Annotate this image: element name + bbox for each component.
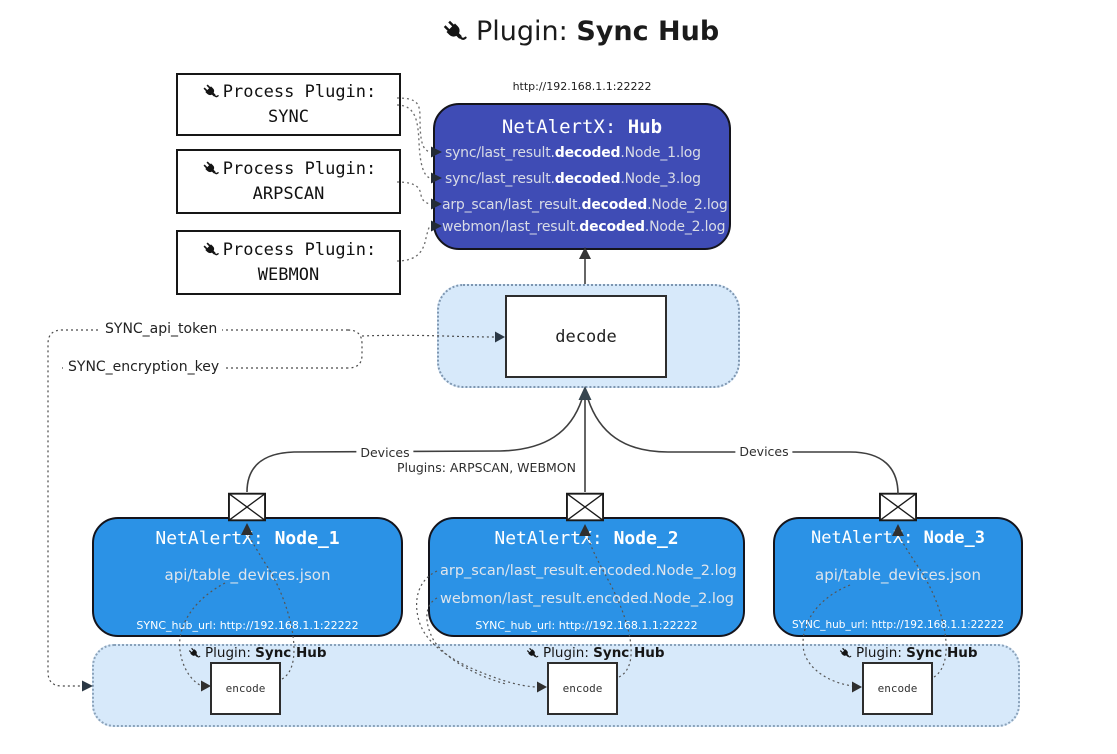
process-plugin-row: Process Plugin: <box>201 79 377 105</box>
plug-icon <box>201 159 221 179</box>
plug-icon <box>838 646 853 661</box>
hub-file-bold: decoded <box>581 197 648 213</box>
encode-box-1: encode <box>210 662 281 715</box>
hub-file-post: .Node_3.log <box>620 171 701 187</box>
plug-icon <box>525 646 540 661</box>
band-plugin-text: Plugin: Sync Hub <box>856 645 978 661</box>
node-title-prefix: NetAlertX: <box>810 528 924 548</box>
hub-file-line: webmon/last_result.decoded.Node_2.log <box>442 219 726 237</box>
hub-url-label: http://192.168.1.1:22222 <box>512 80 652 93</box>
node-box-2: NetAlertX: Node_2 arp_scan/last_result.e… <box>428 517 745 637</box>
node-title: NetAlertX: Node_1 <box>94 528 401 549</box>
hub-file-pre: sync/last_result. <box>445 145 555 161</box>
plug-icon <box>187 646 202 661</box>
sync-api-token-label: SYNC_api_token <box>100 321 223 337</box>
encode-box-3: encode <box>862 662 933 715</box>
envelope-icon <box>879 492 917 522</box>
envelope-icon <box>228 492 266 522</box>
process-plugin-label: Process Plugin: <box>222 82 377 102</box>
band-plugin-bold: Sync Hub <box>593 645 665 661</box>
node-title-bold: Node_2 <box>613 528 679 549</box>
node-hub-url: SYNC_hub_url: http://192.168.1.1:22222 <box>475 619 698 632</box>
hub-file-line: sync/last_result.decoded.Node_3.log <box>445 171 701 189</box>
plug-icon <box>201 240 221 260</box>
hub-title-bold: Hub <box>627 116 663 138</box>
encode-box-2: encode <box>547 662 618 715</box>
process-plugin-name-webmon: WEBMON <box>257 265 320 285</box>
hub-file-post: .Node_2.log <box>644 219 726 235</box>
hub-file-pre: sync/last_result. <box>445 171 555 187</box>
band-plugin-text: Plugin: Sync Hub <box>205 645 327 661</box>
node-hub-url: SYNC_hub_url: http://192.168.1.1:22222 <box>791 619 1005 631</box>
hub-file-line: arp_scan/last_result.decoded.Node_2.log <box>442 197 728 215</box>
band-plugin-regular: Plugin: <box>543 645 594 661</box>
hub-file-pre: arp_scan/last_result. <box>442 197 582 213</box>
node-title: NetAlertX: Node_3 <box>775 528 1021 548</box>
node-title: NetAlertX: Node_2 <box>430 528 743 549</box>
envelope-icon <box>566 492 604 522</box>
node-hub-url: SYNC_hub_url: http://192.168.1.1:22222 <box>136 619 359 632</box>
node-box-3: NetAlertX: Node_3 api/table_devices.json… <box>773 517 1023 637</box>
process-plugin-name-sync: SYNC <box>268 107 309 127</box>
hub-title-prefix: NetAlertX: <box>501 116 628 138</box>
process-plugin-name-arpscan: ARPSCAN <box>252 184 325 204</box>
band-plugin-regular: Plugin: <box>205 645 256 661</box>
page-title-bold: Sync Hub <box>576 16 720 47</box>
hub-file-bold: decoded <box>554 171 621 187</box>
page-title: Plugin: Sync Hub <box>440 16 719 47</box>
band-plugin-bold: Sync Hub <box>255 645 327 661</box>
devices-left-label: Devices <box>356 445 414 460</box>
process-plugin-label: Process Plugin: <box>222 240 377 260</box>
page-title-regular: Plugin: <box>476 16 577 47</box>
hub-file-line: sync/last_result.decoded.Node_1.log <box>445 145 701 163</box>
hub-box: NetAlertX: Hub sync/last_result.decoded.… <box>433 103 731 250</box>
node-title-bold: Node_3 <box>923 528 985 548</box>
hub-file-bold: decoded <box>579 219 645 235</box>
plugins-center-label: Plugins: ARPSCAN, WEBMON <box>392 460 580 475</box>
decode-box: decode <box>505 295 667 378</box>
plug-icon <box>201 82 221 102</box>
node-file-line: api/table_devices.json <box>164 566 331 584</box>
node-file-line: webmon/last_result.encoded.Node_2.log <box>440 591 735 607</box>
hub-file-post: .Node_1.log <box>620 145 701 161</box>
node-title-prefix: NetAlertX: <box>155 528 275 549</box>
page-title-text: Plugin: Sync Hub <box>476 16 719 47</box>
hub-file-bold: decoded <box>554 145 621 161</box>
process-plugin-label: Process Plugin: <box>222 159 377 179</box>
sync-encryption-key-label: SYNC_encryption_key <box>63 359 225 375</box>
process-plugin-box-webmon: Process Plugin: WEBMON <box>176 230 401 295</box>
band-plugin-bold: Sync Hub <box>906 645 978 661</box>
devices-right-label: Devices <box>735 444 793 459</box>
band-plugin-regular: Plugin: <box>856 645 907 661</box>
node-box-1: NetAlertX: Node_1 api/table_devices.json… <box>92 517 403 637</box>
node-title-prefix: NetAlertX: <box>494 528 614 549</box>
node-file-line: api/table_devices.json <box>815 566 981 584</box>
plug-icon <box>440 17 470 47</box>
process-plugin-box-arpscan: Process Plugin: ARPSCAN <box>176 149 401 214</box>
node-title-bold: Node_1 <box>274 528 340 549</box>
band-plugin-label: Plugin: Sync Hub <box>187 645 327 661</box>
process-plugin-row: Process Plugin: <box>201 156 377 182</box>
process-plugin-box-sync: Process Plugin: SYNC <box>176 73 401 136</box>
hub-title: NetAlertX: Hub <box>435 116 729 138</box>
hub-file-post: .Node_2.log <box>647 197 728 213</box>
band-plugin-label: Plugin: Sync Hub <box>838 645 978 661</box>
hub-file-pre: webmon/last_result. <box>442 219 580 235</box>
band-plugin-label: Plugin: Sync Hub <box>525 645 665 661</box>
node-file-line: arp_scan/last_result.encoded.Node_2.log <box>440 563 737 579</box>
band-plugin-text: Plugin: Sync Hub <box>543 645 665 661</box>
process-plugin-row: Process Plugin: <box>201 237 377 263</box>
